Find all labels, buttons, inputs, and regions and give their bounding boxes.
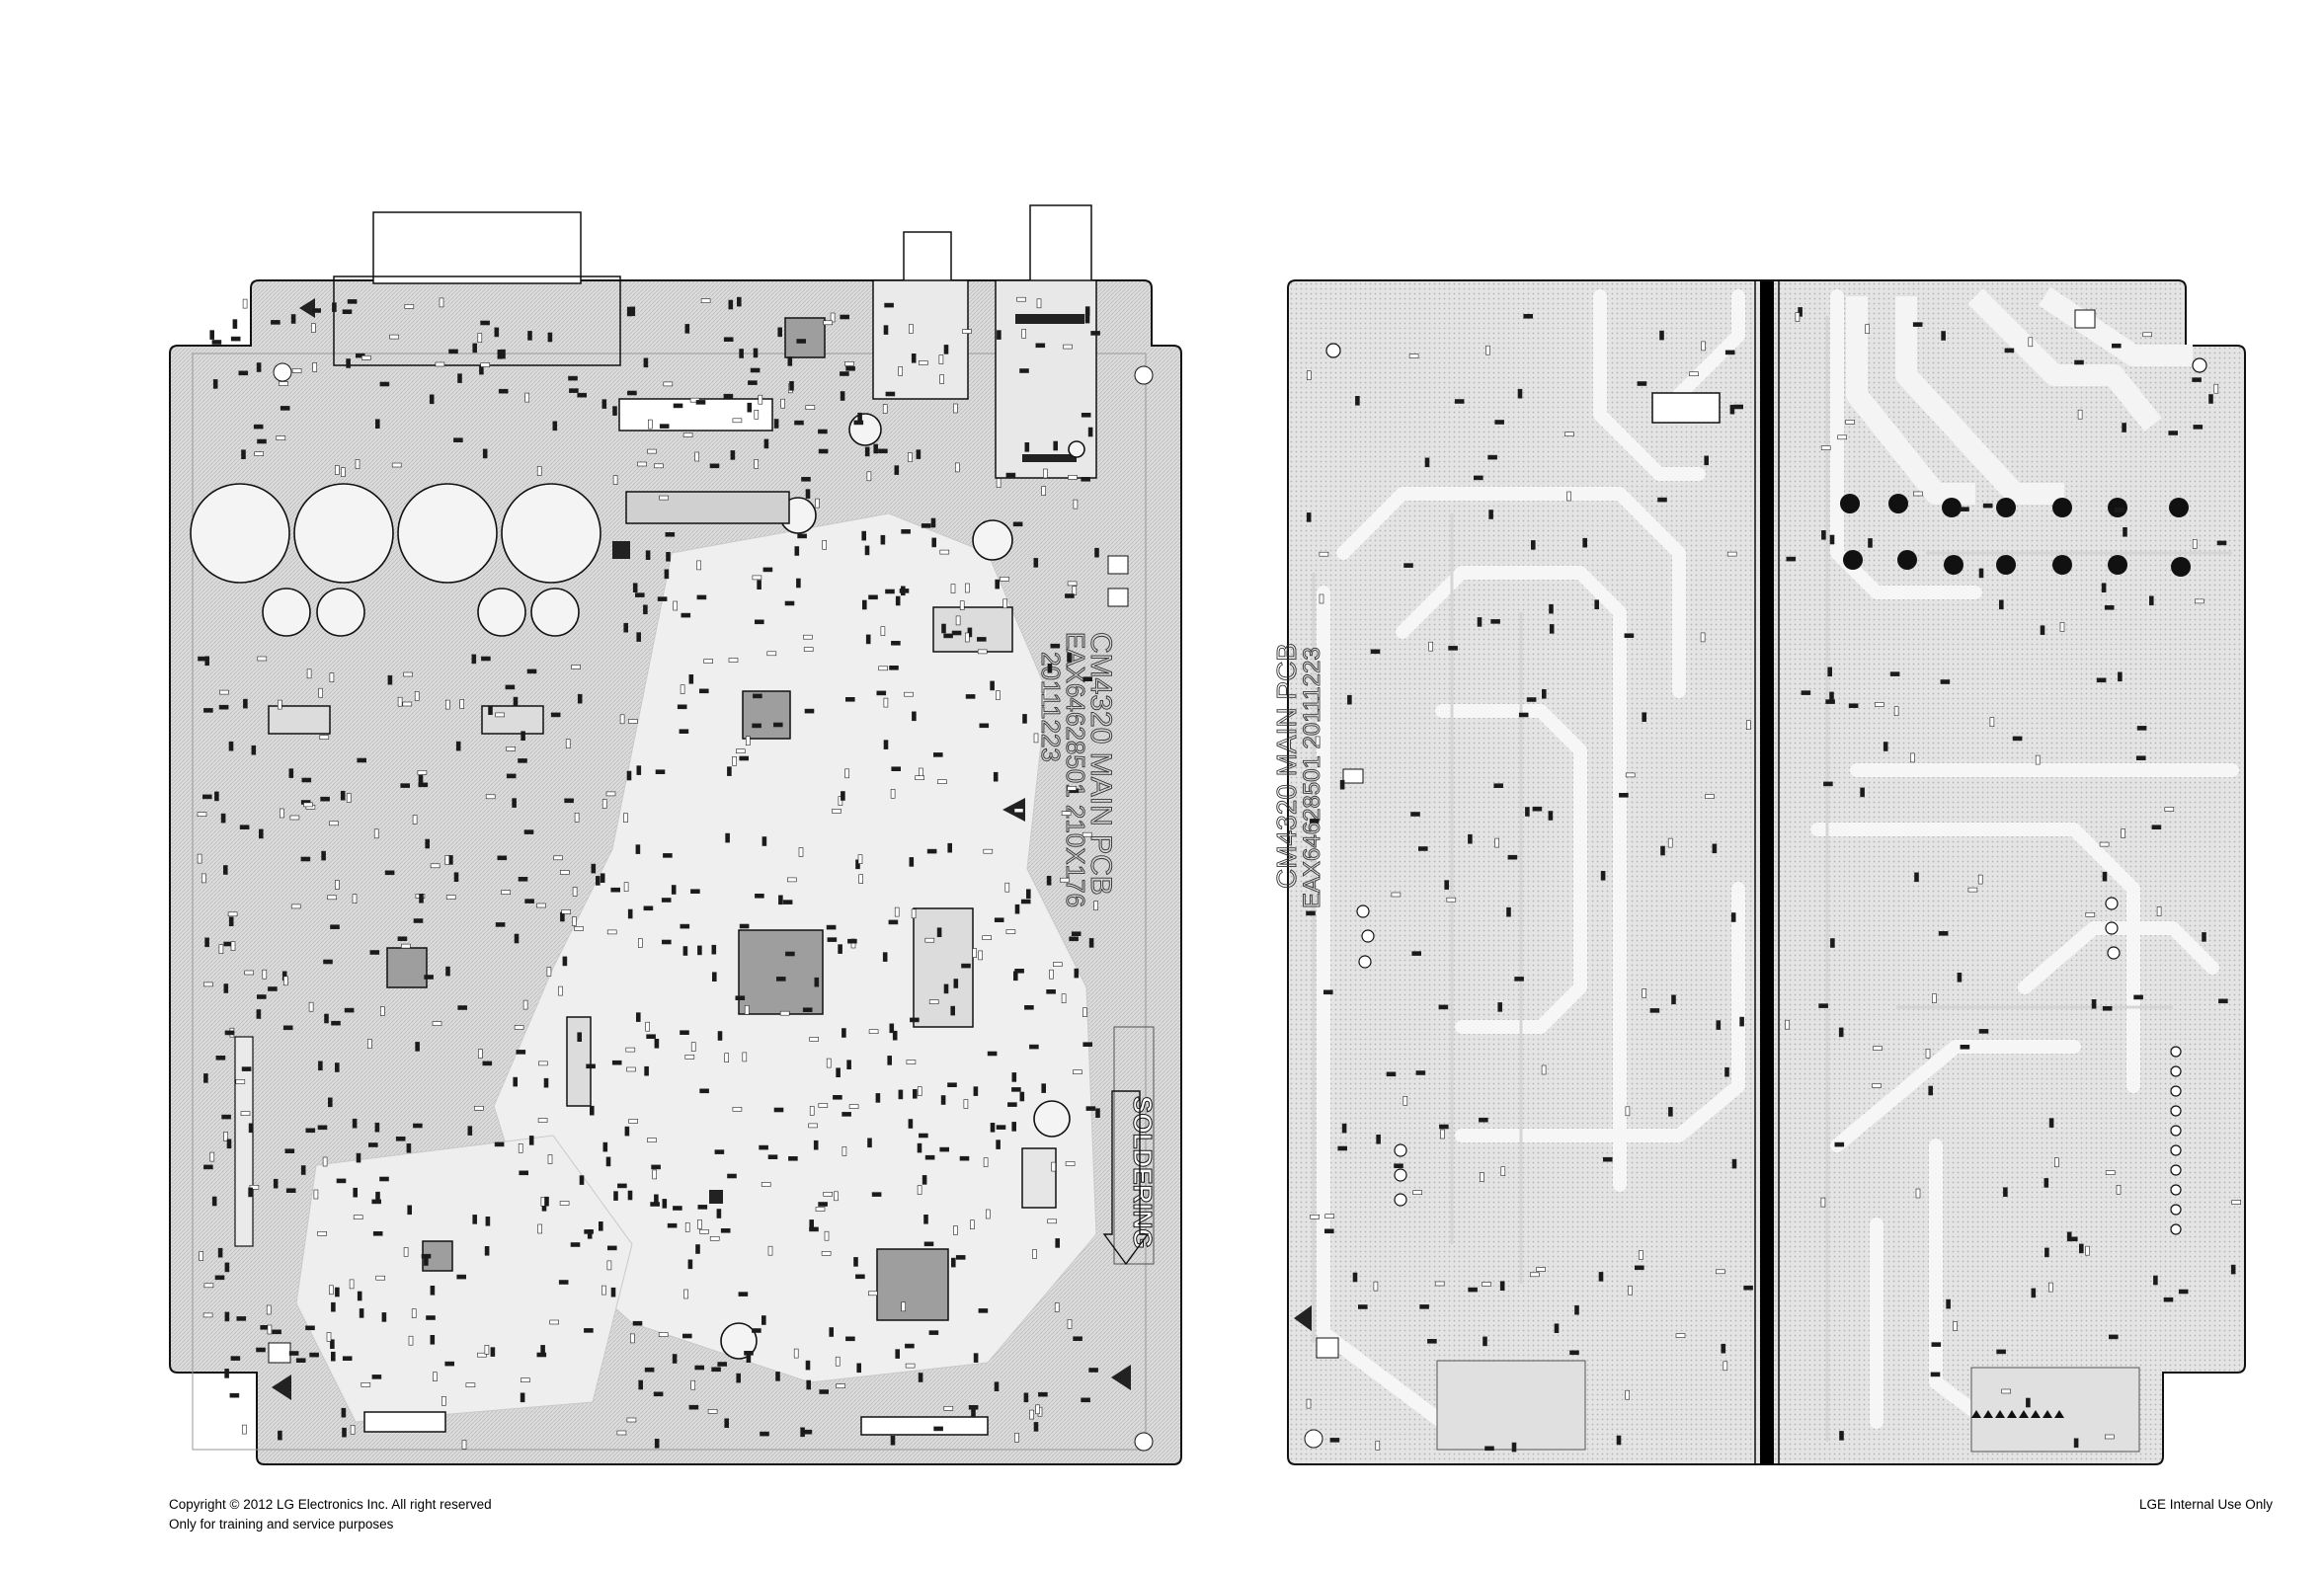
bottom-silk-part: EAX64628501 20111223 [1299,647,1325,908]
footer-internal: LGE Internal Use Only [2139,1495,2273,1515]
top-connector-jack [904,232,951,281]
top-connector-hdmi [1030,205,1091,282]
footer-purpose: Only for training and service purposes [169,1515,492,1534]
footer-copyright-block: Copyright © 2012 LG Electronics Inc. All… [169,1495,492,1534]
bottom-silk-title: CM4320 MAIN PCB [1271,643,1302,889]
top-connector-dsub [373,212,581,283]
top-connector-cn [364,1412,445,1432]
bottom-board-divider [1760,281,1774,1464]
footer-copyright: Copyright © 2012 LG Electronics Inc. All… [169,1495,492,1515]
top-side-pcb: CM4320 MAIN PCB EAX64628501 210X176 2011… [170,205,1181,1464]
top-silk-soldering: SOLDERING [1128,1096,1158,1249]
bottom-side-pcb: CM4320 MAIN PCB EAX64628501 20111223 [1271,280,2245,1464]
